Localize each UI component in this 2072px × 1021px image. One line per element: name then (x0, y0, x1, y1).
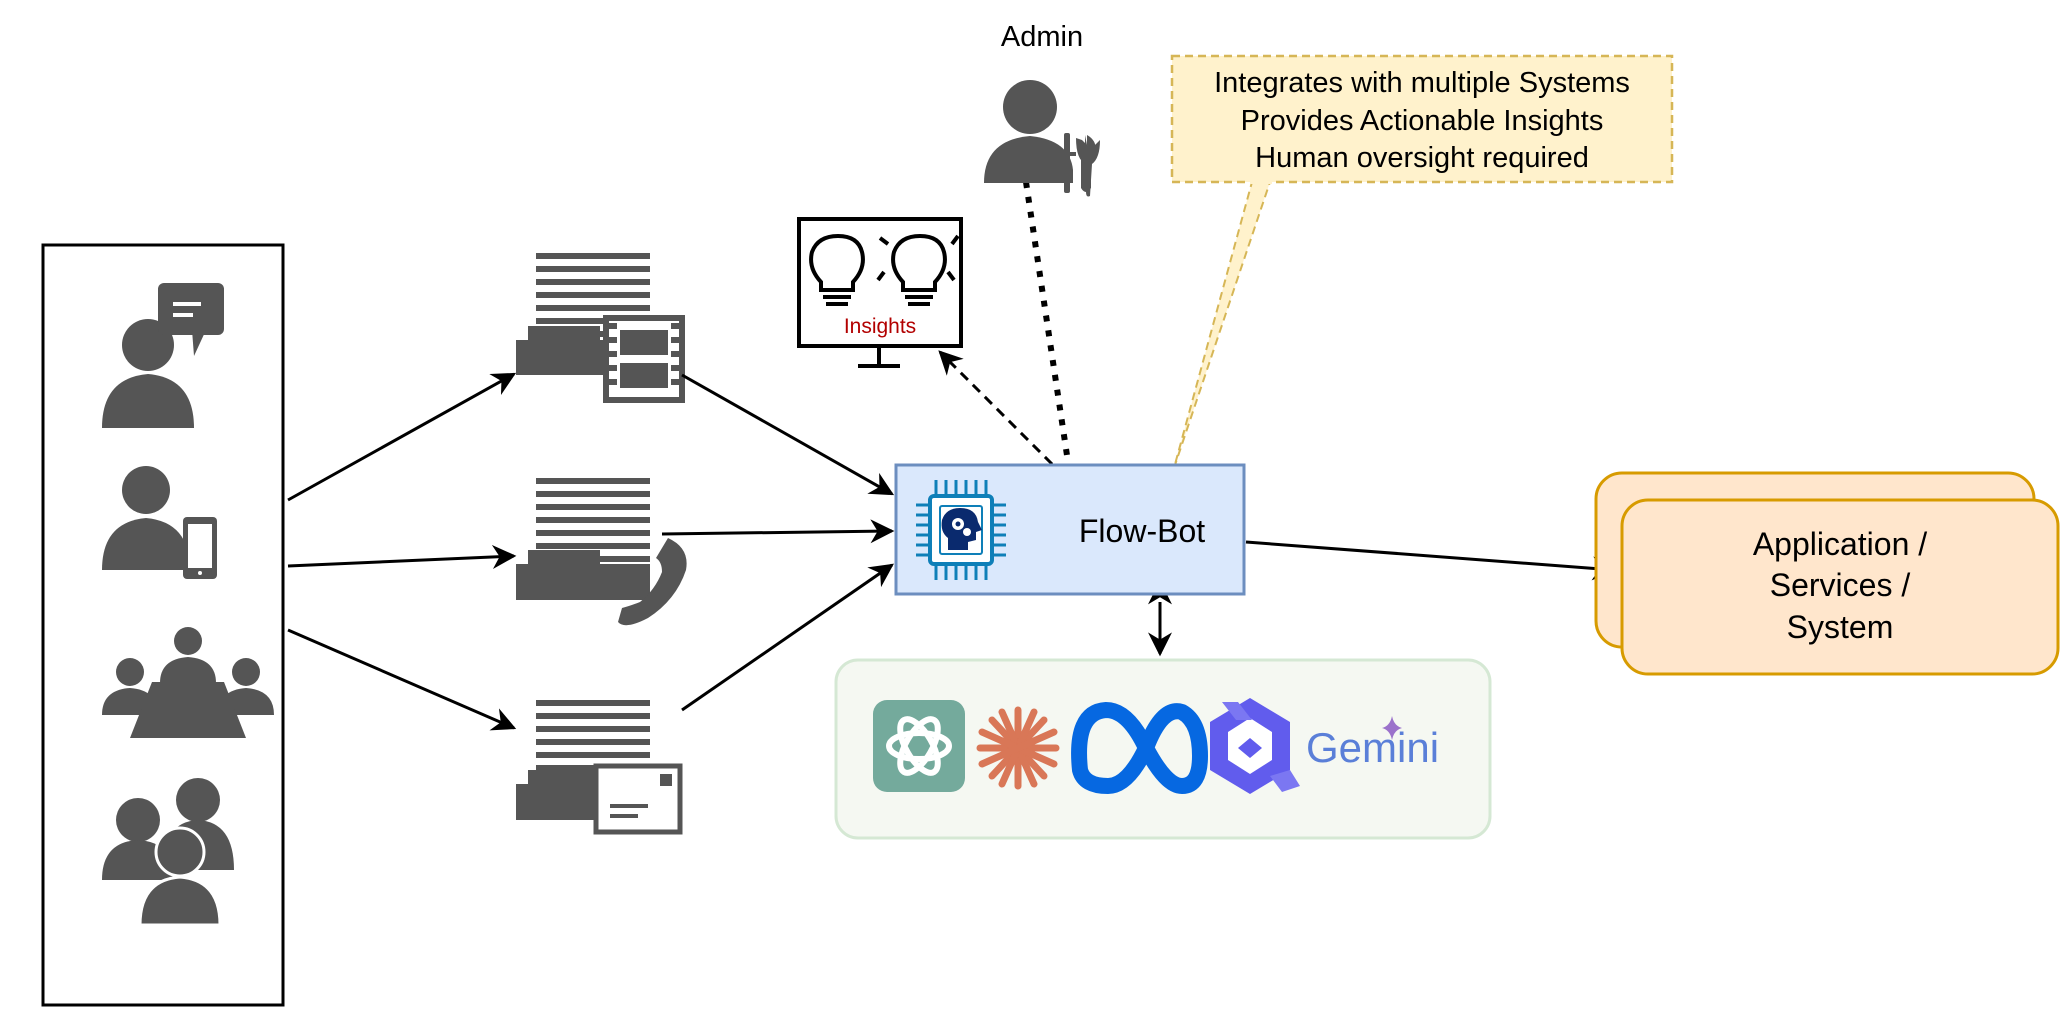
ai-chip-icon (916, 480, 1006, 580)
meeting-icon (102, 627, 274, 738)
insights-monitor: Insights (797, 217, 963, 368)
target-system-node[interactable]: Application / Services / System (1594, 471, 2060, 676)
arrow-flowbot-to-system (1245, 540, 1617, 581)
note-callout: Integrates with multiple Systems Provide… (1170, 54, 1674, 469)
lightbulb-icon (809, 233, 865, 306)
note-box (1170, 54, 1674, 184)
document-phone-icon (516, 478, 687, 626)
mobile-user-icon (102, 466, 217, 579)
gemini-label: Gemini (1306, 724, 1439, 771)
insights-label: Insights (844, 315, 916, 338)
arrow-phone-to-flowbot (661, 519, 895, 544)
admin-icon (984, 80, 1100, 197)
chatgpt-logo (873, 700, 965, 792)
admin-dotted-link (1023, 181, 1071, 463)
admin: Admin (984, 21, 1100, 197)
flowbot-label: Flow-Bot (1079, 513, 1205, 549)
note-line-3: Human oversight required (1255, 142, 1589, 174)
qwen-logo (1210, 698, 1300, 794)
arrow-users-to-phone (287, 544, 517, 569)
target-line-1: Application / (1753, 526, 1927, 562)
models-box (834, 658, 1492, 840)
meta-logo (1071, 702, 1208, 794)
admin-label: Admin (1001, 21, 1083, 53)
note-pointer (1173, 181, 1272, 469)
claude-logo (976, 706, 1060, 790)
note-joint (1250, 178, 1272, 184)
arrow-users-to-video (287, 372, 517, 502)
chat-user-icon (102, 283, 224, 428)
flowbot-node[interactable]: Flow-Bot (894, 463, 1246, 596)
models-panel: Gemini (834, 658, 1492, 840)
note-line-2: Provides Actionable Insights (1241, 105, 1604, 137)
arrow-flowbot-to-insights (938, 350, 1054, 466)
document-mail-icon (516, 700, 683, 835)
group-icon (102, 778, 234, 927)
note-line-1: Integrates with multiple Systems (1214, 67, 1630, 99)
arrow-users-to-mail (287, 628, 517, 731)
flow-arrows (287, 181, 1617, 731)
document-video-icon (516, 253, 685, 403)
target-line-2: Services / (1770, 567, 1911, 603)
target-line-3: System (1787, 609, 1894, 645)
gemini-logo: Gemini (1306, 716, 1439, 771)
arrow-video-to-flowbot (681, 373, 895, 496)
target-front-card[interactable] (1620, 498, 2060, 676)
arrow-mail-to-flowbot (681, 563, 894, 712)
lightbulb-on-icon (876, 233, 960, 306)
